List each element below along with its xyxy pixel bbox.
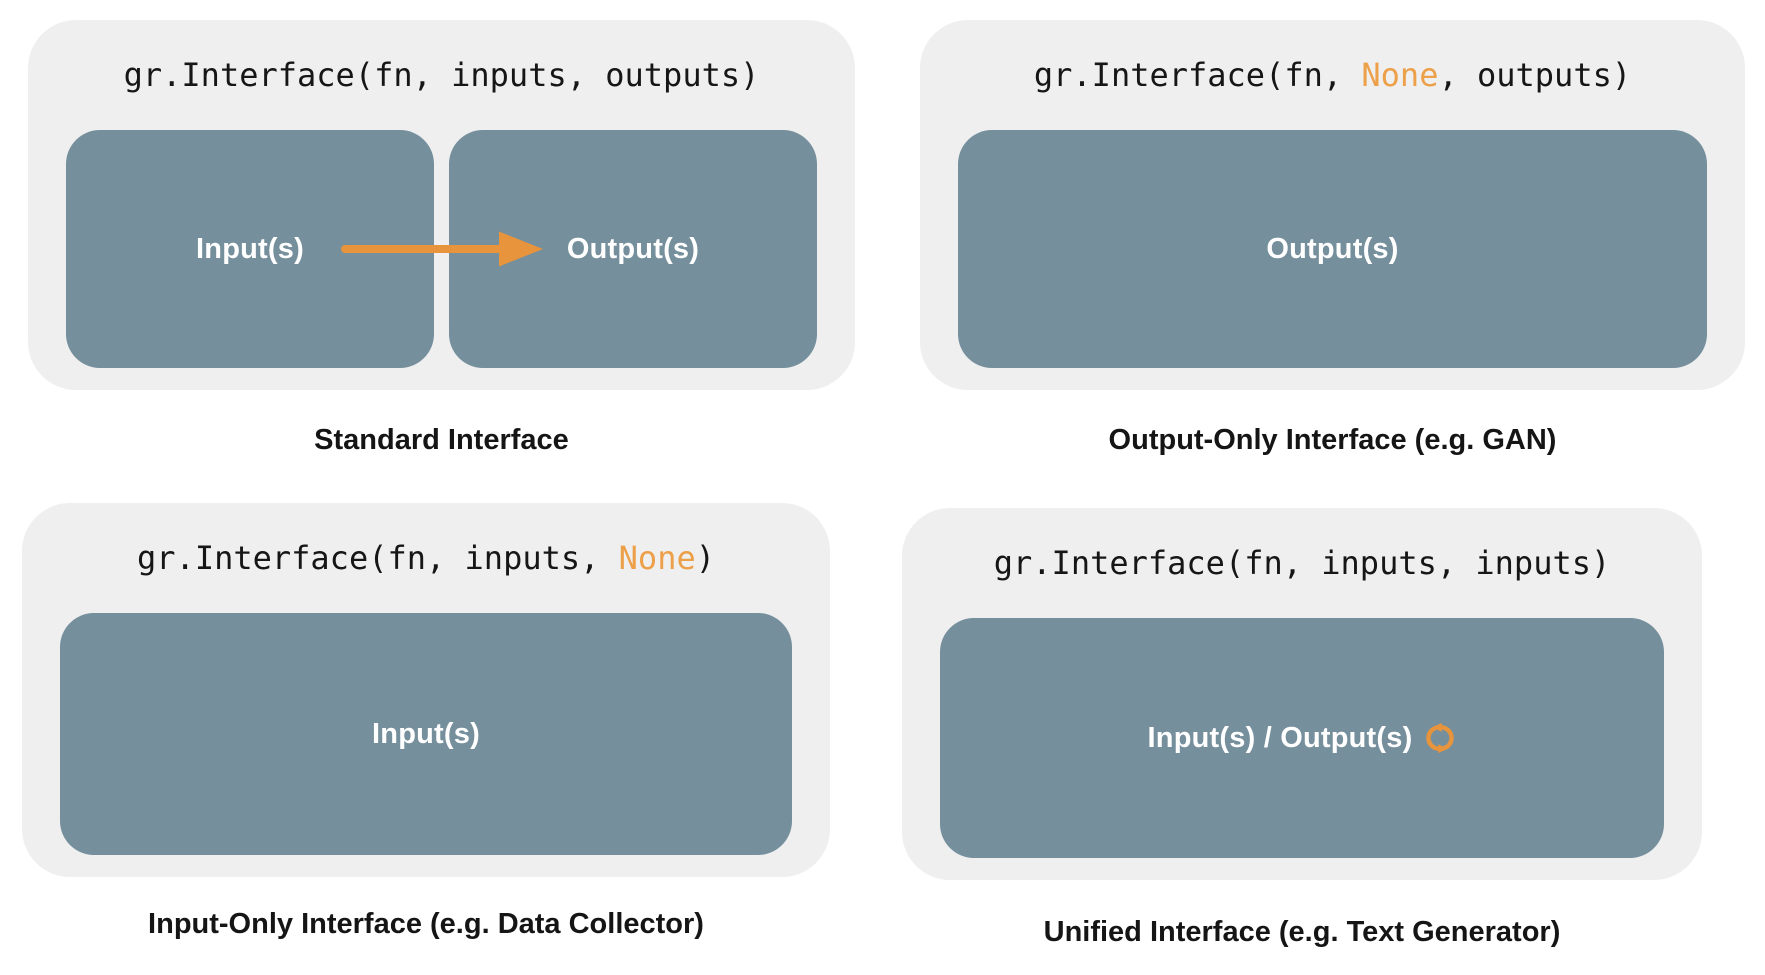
code-snippet-unified: gr.Interface(fn, inputs, inputs)	[902, 508, 1702, 618]
input-box: Input(s)	[66, 130, 434, 368]
input-box-label: Input(s)	[372, 717, 480, 750]
output-box: Output(s)	[958, 130, 1707, 368]
output-box: Output(s)	[449, 130, 817, 368]
panel-output-only-interface: gr.Interface(fn, None, outputs) Output(s…	[920, 20, 1745, 390]
code-text: )	[695, 539, 715, 577]
caption-output-only-interface: Output-Only Interface (e.g. GAN)	[1108, 424, 1557, 456]
caption-unified-interface: Unified Interface (e.g. Text Generator)	[1043, 916, 1561, 948]
panel-input-only-interface: gr.Interface(fn, inputs, None) Input(s)	[22, 503, 830, 877]
code-snippet-standard: gr.Interface(fn, inputs, outputs)	[28, 20, 855, 130]
input-output-box: Input(s) / Output(s)	[940, 618, 1664, 858]
code-snippet-output-only: gr.Interface(fn, None, outputs)	[920, 20, 1745, 130]
input-output-box-label: Input(s) / Output(s)	[1147, 721, 1413, 754]
output-box-label: Output(s)	[566, 232, 700, 265]
box-row-output-only: Output(s)	[958, 130, 1707, 368]
code-snippet-input-only: gr.Interface(fn, inputs, None)	[22, 503, 830, 613]
code-text: gr.Interface(fn, inputs,	[137, 539, 619, 577]
code-none-highlight: None	[618, 539, 696, 577]
sync-icon	[1426, 722, 1455, 754]
code-none-highlight: None	[1361, 56, 1439, 94]
caption-input-only-interface: Input-Only Interface (e.g. Data Collecto…	[148, 908, 704, 940]
output-box-label: Output(s)	[1266, 232, 1399, 265]
code-text: , outputs)	[1438, 56, 1632, 94]
input-box: Input(s)	[60, 613, 792, 855]
box-row-unified: Input(s) / Output(s)	[940, 618, 1664, 858]
caption-standard-interface: Standard Interface	[314, 424, 569, 456]
code-text: gr.Interface(fn, inputs, inputs)	[993, 544, 1611, 582]
box-row-standard: Input(s) Output(s)	[66, 130, 817, 368]
panel-standard-interface: gr.Interface(fn, inputs, outputs) Input(…	[28, 20, 855, 390]
panel-unified-interface: gr.Interface(fn, inputs, inputs) Input(s…	[902, 508, 1702, 880]
input-box-label: Input(s)	[196, 232, 304, 265]
code-text: gr.Interface(fn,	[1033, 56, 1362, 94]
box-row-input-only: Input(s)	[60, 613, 792, 855]
code-text: gr.Interface(fn, inputs, outputs)	[123, 56, 760, 94]
